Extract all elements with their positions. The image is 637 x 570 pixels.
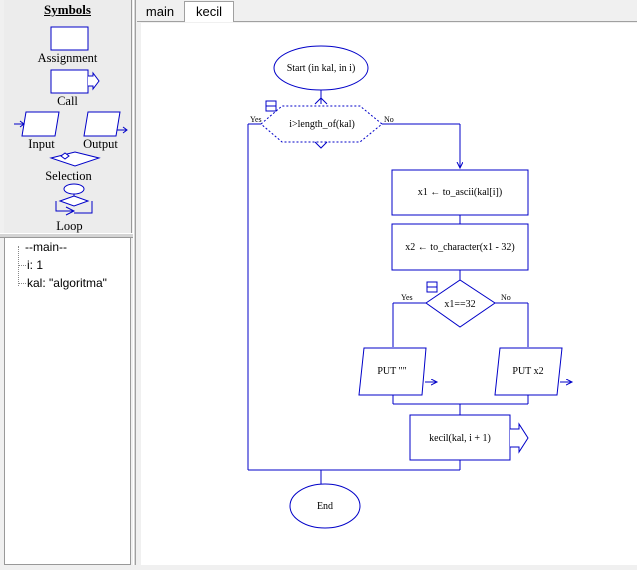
tree-branch <box>18 283 26 284</box>
selection-symbol-icon[interactable] <box>49 151 101 167</box>
selection-symbol-label: Selection <box>45 169 92 183</box>
selection-yes-label: Yes <box>401 293 413 302</box>
symbols-title: Symbols <box>44 2 91 17</box>
output-right-node[interactable] <box>494 347 563 396</box>
assignment-symbol-label: Assignment <box>37 51 98 65</box>
tab-bar: main kecil <box>137 0 637 22</box>
assignment-symbol-icon[interactable] <box>50 26 89 51</box>
flowchart: Start (in kal, in i) i>length_of(kal) Ye… <box>247 45 637 529</box>
selection-node[interactable] <box>425 279 496 328</box>
selection-label: x1==32 <box>444 299 475 310</box>
tree-line <box>18 246 19 286</box>
start-node[interactable] <box>273 45 369 91</box>
left-panel: Symbols <box>0 0 133 565</box>
variable-kal[interactable]: kal: "algoritma" <box>27 276 107 290</box>
variables-scope-main[interactable]: --main-- <box>25 240 67 254</box>
selection-no-label: No <box>501 293 511 302</box>
tab-main[interactable]: main <box>145 4 175 19</box>
input-symbol-icon[interactable] <box>14 111 60 137</box>
call-label: kecil(kal, i + 1) <box>429 433 491 444</box>
output-left-label: PUT "" <box>377 366 406 377</box>
assignment-x1-node[interactable] <box>391 169 529 216</box>
loop-symbol-icon[interactable] <box>55 183 93 216</box>
variables-panel: --main-- i: 1 kal: "algoritma" <box>4 237 131 565</box>
variable-i[interactable]: i: 1 <box>27 258 44 272</box>
tab-kecil[interactable]: kecil <box>184 1 234 22</box>
loop-no-label: No <box>384 115 394 124</box>
symbols-panel: Symbols <box>4 0 132 233</box>
loop-symbol-label: Loop <box>56 219 83 233</box>
assignment-x2-label: x2 ← to_character(x1 - 32) <box>405 242 514 253</box>
start-label: Start (in kal, in i) <box>287 63 356 74</box>
call-symbol-icon[interactable] <box>50 69 100 94</box>
end-node[interactable] <box>289 483 361 529</box>
loop-condition-node[interactable] <box>260 105 383 143</box>
call-symbol-label: Call <box>57 94 78 108</box>
loop-top-arrow <box>314 97 328 105</box>
loop-condition-label: i>length_of(kal) <box>289 119 355 130</box>
output-left-node[interactable] <box>358 347 427 396</box>
input-symbol-label: Input <box>28 137 55 151</box>
symbols-icons <box>14 26 128 216</box>
end-label: End <box>317 501 333 512</box>
assignment-x2-node[interactable] <box>391 223 529 271</box>
tree-branch <box>18 265 26 266</box>
call-node[interactable] <box>409 414 511 461</box>
loop-bottom-arrow <box>314 141 328 149</box>
call-arrow-icon <box>510 422 529 454</box>
assignment-x1-label: x1 ← to_ascii(kal[i]) <box>418 187 502 198</box>
vertical-splitter[interactable] <box>133 0 136 565</box>
output-symbol-icon[interactable] <box>83 111 128 137</box>
output-right-label: PUT x2 <box>512 366 543 377</box>
loop-yes-label: Yes <box>250 115 262 124</box>
output-symbol-label: Output <box>83 137 118 151</box>
flowchart-canvas: Start (in kal, in i) i>length_of(kal) Ye… <box>141 23 637 565</box>
